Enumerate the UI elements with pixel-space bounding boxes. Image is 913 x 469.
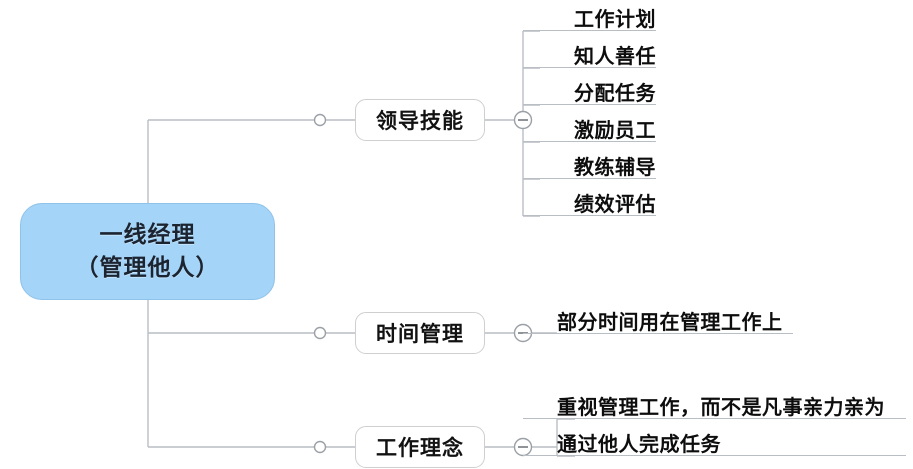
leaf-item[interactable]: 激励员工 bbox=[523, 112, 656, 142]
leaf-label: 教练辅导 bbox=[574, 155, 656, 179]
leaf-label: 知人善任 bbox=[574, 44, 656, 68]
branch-node-leadership[interactable]: 领导技能 bbox=[355, 99, 485, 141]
leaf-label: 部分时间用在管理工作上 bbox=[557, 310, 783, 334]
leaf-label: 绩效评估 bbox=[574, 192, 656, 216]
branch-node-time[interactable]: 时间管理 bbox=[355, 312, 485, 354]
leaf-label: 激励员工 bbox=[574, 118, 656, 142]
hollow-circle-icon-time[interactable] bbox=[313, 326, 327, 340]
leaf-item[interactable]: 教练辅导 bbox=[523, 149, 656, 179]
leaf-item[interactable]: 知人善任 bbox=[523, 38, 656, 68]
leaf-item[interactable]: 分配任务 bbox=[523, 75, 656, 105]
branch-node-label: 时间管理 bbox=[376, 322, 464, 346]
branch-node-label: 领导技能 bbox=[376, 109, 464, 133]
root-node-label-line1: 一线经理 bbox=[99, 221, 196, 248]
leaf-item[interactable]: 部分时间用在管理工作上 bbox=[523, 304, 793, 334]
leaf-item[interactable]: 通过他人完成任务 bbox=[523, 426, 906, 456]
root-node[interactable]: 一线经理 （管理他人） bbox=[20, 203, 275, 300]
leaf-item[interactable]: 工作计划 bbox=[523, 1, 656, 31]
leaf-item[interactable]: 绩效评估 bbox=[523, 186, 656, 216]
leaf-label: 分配任务 bbox=[574, 81, 656, 105]
hollow-circle-icon-philosophy[interactable] bbox=[313, 440, 327, 454]
leaf-label: 重视管理工作，而不是凡事亲力亲为 bbox=[557, 395, 885, 419]
minus-circle-icon-leadership[interactable] bbox=[513, 110, 533, 130]
root-node-label-line2: （管理他人） bbox=[75, 254, 220, 281]
branch-node-philosophy[interactable]: 工作理念 bbox=[355, 426, 485, 468]
branch-node-label: 工作理念 bbox=[376, 436, 464, 460]
leaf-label: 工作计划 bbox=[574, 7, 656, 31]
leaf-label: 通过他人完成任务 bbox=[557, 432, 721, 456]
hollow-circle-icon-leadership[interactable] bbox=[313, 113, 327, 127]
leaf-item[interactable]: 重视管理工作，而不是凡事亲力亲为 bbox=[523, 389, 906, 419]
